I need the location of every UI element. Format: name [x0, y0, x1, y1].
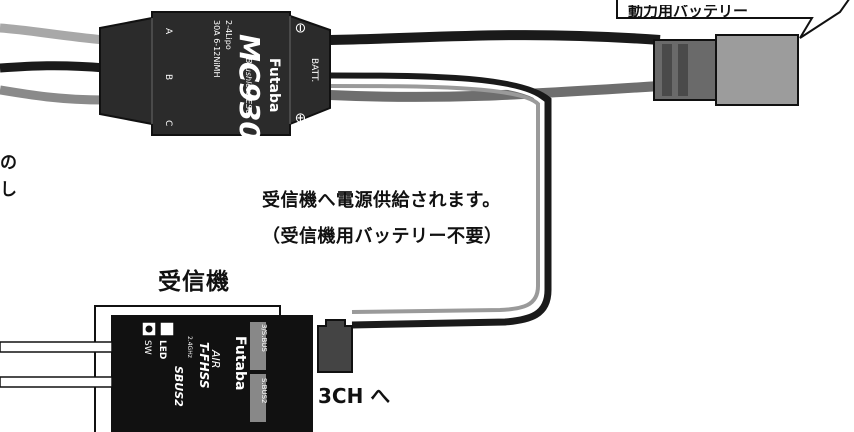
receiver-sub: AIR: [209, 349, 222, 368]
battery-connector: [653, 34, 799, 106]
esc-pin-b: B: [163, 74, 173, 80]
ch3-plug: [317, 319, 353, 373]
esc-pin-a: A: [163, 28, 173, 35]
receiver-model: T-FHSS: [197, 342, 211, 389]
esc-spec-1: 30A 6-12NiMH: [212, 20, 221, 77]
minus-icon: ⊖: [292, 22, 308, 34]
esc-type: Brushless ESC: [244, 58, 253, 115]
no-battery-caption: （受信機用バッテリー不要）: [262, 226, 503, 247]
power-supply-caption: 受信機へ電源供給されます。: [262, 190, 501, 211]
receiver-printing: SW LED SBUS2 2.4GHz T-FHSS AIR Futaba 3/…: [142, 324, 268, 407]
receiver-led-label: LED: [157, 340, 167, 359]
esc-pin-c: C: [163, 120, 173, 126]
receiver-brand: Futaba: [232, 336, 248, 390]
left-text-fragment-1: の: [0, 153, 17, 173]
receiver-sw-label: SW: [142, 340, 152, 355]
receiver-antennas: [0, 341, 113, 388]
receiver-port2: S.BUS2: [260, 378, 268, 404]
left-text-fragment-2: し: [0, 180, 17, 200]
esc-batt-label: BATT.: [309, 58, 319, 82]
ch3-label: 3CH へ: [318, 384, 391, 408]
motor-wires: [0, 23, 106, 105]
battery-callout-label: 動力用バッテリー: [628, 2, 749, 20]
esc-spec-2: 2-4Lipo: [224, 20, 233, 50]
receiver-band: 2.4GHz: [186, 336, 193, 358]
esc-printing: A B C 30A 6-12NiMH 2-4Lipo MC930A Brushl…: [163, 20, 319, 163]
battery-callout: [616, 0, 850, 39]
esc-body: [99, 11, 331, 136]
battery-wires: [329, 30, 661, 102]
receiver-lead: [329, 72, 552, 329]
receiver-port1: 3/S.BUS: [260, 324, 268, 352]
esc-brand: Futaba: [266, 58, 282, 112]
receiver-title: 受信機: [158, 269, 230, 295]
plus-icon: ⊕: [292, 112, 308, 124]
receiver-sbus2-logo: SBUS2: [172, 366, 185, 407]
esc-model: MC930A: [233, 34, 266, 163]
